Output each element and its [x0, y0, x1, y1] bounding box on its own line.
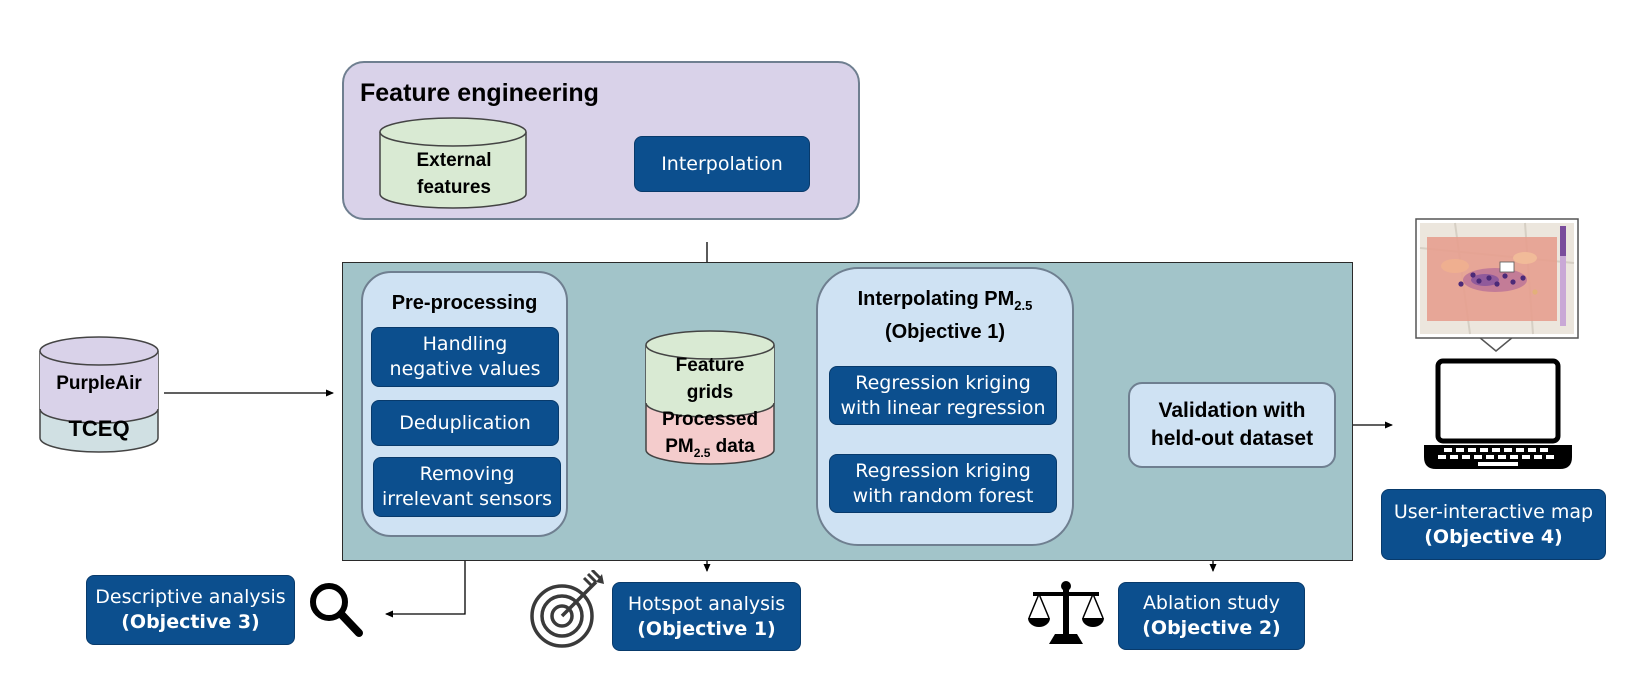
purpleair-label: PurpleAir: [56, 373, 142, 394]
step-deduplication[interactable]: Deduplication: [371, 400, 559, 446]
external-features-line-2: features: [417, 177, 491, 198]
ablation-study-box[interactable]: Ablation study (Objective 2): [1118, 582, 1305, 650]
sources-cylinder: [39, 336, 159, 453]
interpolation-label: Interpolation: [661, 152, 783, 175]
step-3-line-1: Removing: [419, 463, 515, 485]
ablation-objective: (Objective 2): [1142, 617, 1281, 639]
processed-pm: PM: [665, 435, 694, 457]
step-3-line-2: irrelevant sensors: [381, 488, 553, 510]
step-1-line-2: negative values: [389, 358, 541, 380]
validation-box: Validation with held-out dataset: [1128, 382, 1336, 468]
interpolating-title-line-1: Interpolating PM2.5: [858, 286, 1033, 319]
step-removing-irrelevant-sensors[interactable]: Removing irrelevant sensors: [373, 457, 561, 517]
descriptive-analysis-box[interactable]: Descriptive analysis (Objective 3): [86, 575, 295, 645]
processed-line-1: Processed: [661, 408, 759, 430]
laptop-icon: [1424, 358, 1572, 469]
arrow-preprocessing-to-descriptive: [385, 542, 466, 618]
descriptive-label: Descriptive analysis: [95, 586, 286, 608]
preprocessing-title: Pre-processing: [391, 291, 538, 314]
method-2-line-1: Regression kriging: [855, 459, 1031, 482]
interpolation-box[interactable]: Interpolation: [634, 136, 810, 192]
hotspot-objective: (Objective 1): [637, 617, 776, 640]
external-features-label: External features: [378, 146, 530, 202]
external-features-cylinder: [379, 117, 527, 209]
interpolating-title: Interpolating PM2.5 (Objective 1): [818, 286, 1072, 343]
data-store-cylinder: [645, 330, 775, 465]
interpolating-objective: (Objective 1): [884, 321, 1006, 343]
magnifier-icon: [310, 583, 363, 637]
processed-data-label: Processed PM2.5 data: [644, 408, 776, 464]
hotspot-analysis-box[interactable]: Hotspot analysis (Objective 1): [612, 582, 801, 651]
method-linear-regression[interactable]: Regression kriging with linear regressio…: [829, 366, 1057, 425]
method-1-line-1: Regression kriging: [855, 371, 1031, 394]
validation-line-2: held-out dataset: [1150, 427, 1314, 450]
step-1-line-1: Handling: [422, 333, 508, 355]
map-thumbnail: [1415, 218, 1579, 352]
feature-grids-line-2: grids: [686, 382, 734, 403]
interpolating-title-main: Interpolating PM: [857, 288, 1015, 310]
feature-engineering-title: Feature engineering: [360, 79, 599, 107]
processed-pm-subscript: 2.5: [693, 445, 711, 460]
external-features-line-1: External: [416, 150, 492, 171]
tceq-label: TCEQ: [68, 416, 130, 441]
descriptive-objective: (Objective 3): [121, 611, 260, 633]
ablation-label: Ablation study: [1142, 592, 1281, 614]
feature-grids-line-1: Feature: [675, 355, 745, 376]
user-map-objective: (Objective 4): [1424, 525, 1563, 548]
method-1-line-2: with linear regression: [840, 396, 1046, 419]
method-2-line-2: with random forest: [852, 484, 1034, 507]
processed-line-2: PM2.5 data: [665, 433, 755, 467]
processed-data-word: data: [710, 435, 755, 457]
method-random-forest[interactable]: Regression kriging with random forest: [829, 454, 1057, 513]
feature-grids-label: Feature grids: [644, 352, 776, 406]
step-handling-negative-values[interactable]: Handling negative values: [371, 327, 559, 387]
user-interactive-map-box[interactable]: User-interactive map (Objective 4): [1381, 489, 1606, 560]
user-map-label: User-interactive map: [1393, 500, 1594, 523]
interpolating-title-subscript: 2.5: [1014, 298, 1033, 313]
step-2-line-1: Deduplication: [399, 411, 531, 434]
hotspot-label: Hotspot analysis: [627, 592, 786, 615]
validation-line-1: Validation with: [1158, 399, 1306, 422]
scales-icon: [1028, 581, 1104, 644]
target-icon: [530, 570, 604, 648]
